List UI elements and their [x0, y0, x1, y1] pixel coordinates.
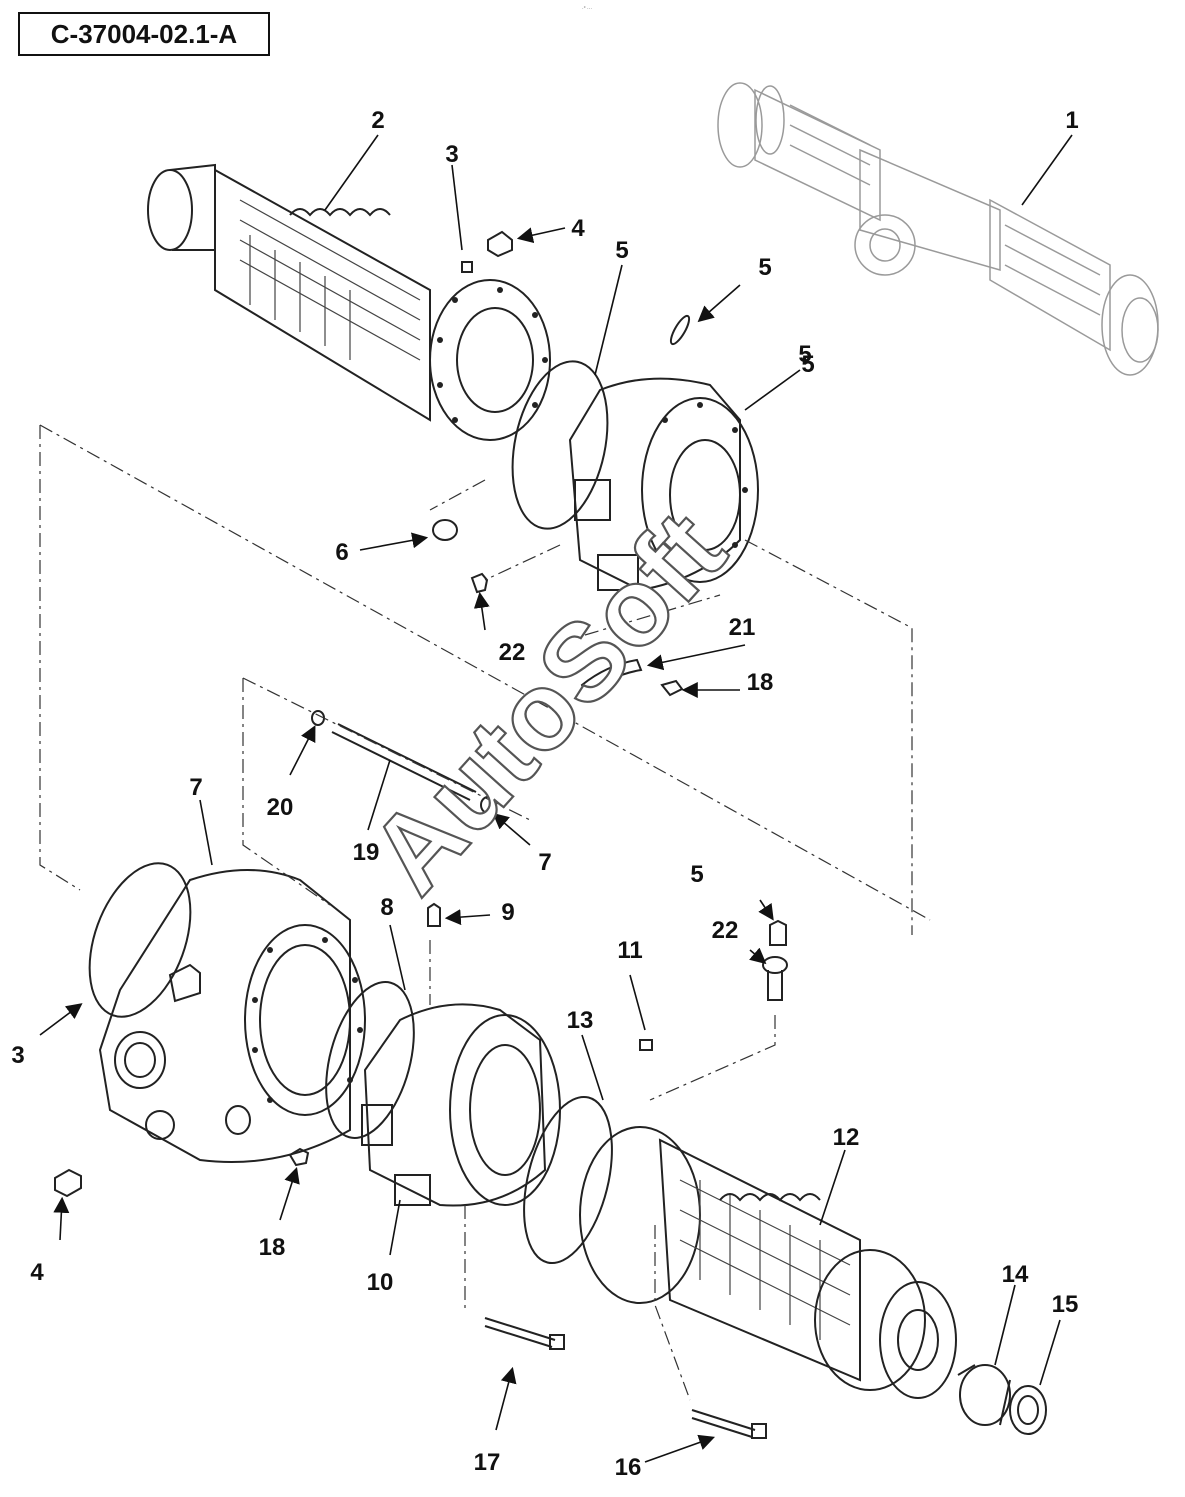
- axle-housing-right-drawing: [579, 919, 957, 1399]
- axle-assembly-thumbnail: [717, 82, 1159, 376]
- callout-22-breather: 22: [499, 639, 526, 666]
- bolts-lower: [288, 902, 767, 1439]
- callout-9-center-housing: 9: [501, 899, 514, 926]
- callout-13-axle-housing-right: 13: [567, 1007, 594, 1034]
- o-ring-upper: [511, 360, 609, 530]
- callout-5-o-ring: 5: [801, 351, 814, 378]
- callout-20-plate: 20: [267, 794, 294, 821]
- top-mark: ·° ···: [582, 6, 593, 12]
- callout-19-screw: 19: [353, 839, 380, 866]
- callout-18-bolt: 18: [747, 669, 774, 696]
- small-parts-top: [432, 230, 691, 594]
- callout-5-o-ring: 5: [690, 861, 703, 888]
- callout-14-bushing: 14: [1002, 1261, 1029, 1288]
- plug-lower-left: [54, 1168, 82, 1198]
- callout-8-tube: 8: [380, 894, 393, 921]
- callout-4-plug: 4: [30, 1259, 44, 1286]
- brake-housing-upper-drawing: [568, 377, 759, 592]
- callout-5-o-ring: 5: [615, 237, 628, 264]
- callout-17-bolt: 17: [474, 1449, 501, 1476]
- callout-3-plug: 3: [11, 1042, 24, 1069]
- tube-assembly: [311, 710, 496, 814]
- callout-22-breather: 22: [712, 917, 739, 944]
- callout-16-bolt: 16: [615, 1454, 642, 1481]
- callout-3-plug: 3: [445, 141, 458, 168]
- figure-code-box: C-37004-02.1-A: [18, 12, 270, 56]
- callout-6-brake-housing: 6: [335, 539, 348, 566]
- callout-18-bolt: 18: [259, 1234, 286, 1261]
- callout-7-o-ring: 7: [189, 774, 202, 801]
- callout-21-o-ring: 21: [729, 614, 756, 641]
- leader-lines: [39, 134, 1073, 1463]
- callout-15-seal: 15: [1052, 1291, 1079, 1318]
- callout-11-fitting: 11: [617, 937, 642, 964]
- callout-7-o-ring: 7: [538, 849, 551, 876]
- bushing-and-seal: [957, 1364, 1047, 1435]
- o-ring-mid: [325, 981, 415, 1139]
- figure-code: C-37004-02.1-A: [50, 18, 238, 49]
- alignment-lines: [39, 424, 931, 1401]
- axle-housing-left-drawing: [147, 163, 551, 441]
- callout-5-o-ring: 5: [758, 254, 771, 281]
- callout-4-plug: 4: [571, 215, 585, 242]
- callout-5-o-ring: 5: [798, 341, 811, 368]
- callout-1-axle-assembly: 1: [1065, 107, 1078, 134]
- callout-10-brake-housing: 10: [367, 1269, 394, 1296]
- center-housing-drawing: [88, 862, 366, 1163]
- callout-12-washer: 12: [833, 1124, 860, 1151]
- o-ring-right: [523, 1095, 613, 1265]
- brake-housing-lower-drawing: [361, 1003, 561, 1207]
- callout-2-axle-housing-left: 2: [371, 107, 384, 134]
